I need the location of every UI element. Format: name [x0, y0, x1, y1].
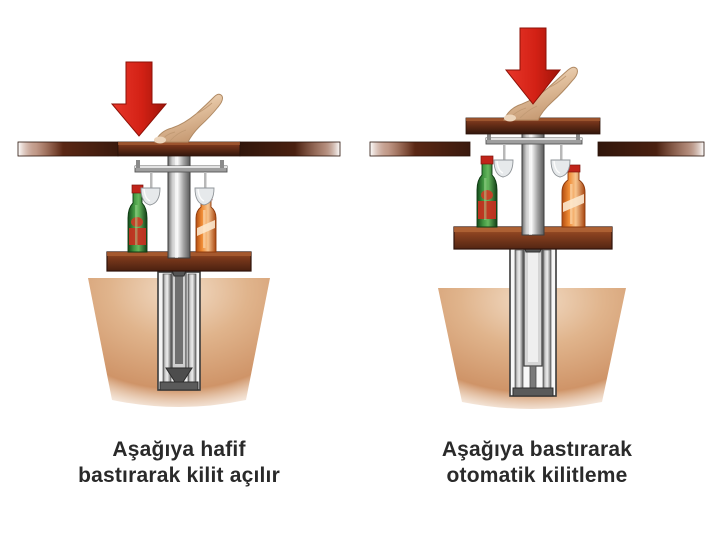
caption-line-1: Aşağıya bastırarak: [441, 438, 633, 461]
caption-lock: Aşağıya bastırarak otomatik kilitleme: [358, 437, 716, 489]
lift-column: [521, 119, 545, 236]
panel-unlock: Aşağıya hafif bastırarak kilit açılır: [0, 61, 358, 489]
hanging-wine-glass-left: [493, 144, 514, 178]
lift-column: [167, 147, 191, 259]
hanging-wine-glass-right: [550, 144, 571, 178]
glass-rail: [134, 160, 228, 173]
hand-pressing-icon: [503, 66, 578, 122]
green-wine-bottle: [127, 184, 148, 253]
gas-lift-cylinder: [509, 239, 557, 397]
down-arrow-icon: [504, 27, 562, 105]
hanging-wine-glass-left: [140, 172, 161, 206]
hand-pressing-icon: [154, 93, 223, 144]
green-wine-bottle: [476, 155, 498, 228]
caption-unlock: Aşağıya hafif bastırarak kilit açılır: [0, 437, 358, 489]
hanging-wine-glass-right: [194, 172, 215, 206]
table-top: [369, 117, 705, 157]
glass-rail: [485, 132, 583, 145]
gas-lift-cylinder: [157, 263, 201, 391]
table-top: [17, 141, 341, 157]
caption-line-2: bastırarak kilit açılır: [78, 464, 280, 487]
caption-line-2: otomatik kilitleme: [446, 464, 628, 487]
figure-unlock: [17, 61, 341, 407]
down-arrow-icon: [110, 61, 168, 137]
figure-lock: [369, 27, 705, 409]
amber-whisky-bottle: [561, 164, 586, 228]
caption-line-1: Aşağıya hafif: [112, 438, 246, 461]
panel-lock: Aşağıya bastırarak otomatik kilitleme: [358, 0, 716, 555]
